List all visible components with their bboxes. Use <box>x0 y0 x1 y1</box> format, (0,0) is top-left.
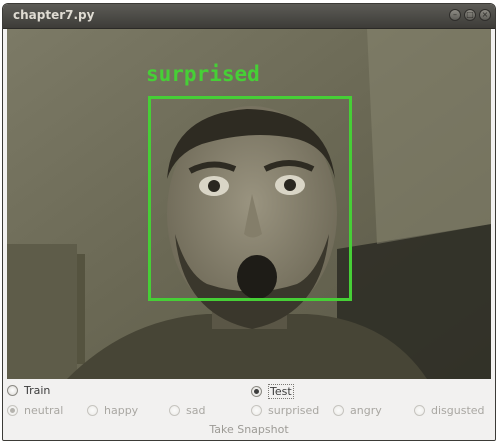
angry-radio-button[interactable] <box>333 405 344 416</box>
maximize-icon[interactable]: □ <box>464 9 476 21</box>
train-radio[interactable]: Train <box>7 384 50 397</box>
happy-radio-button[interactable] <box>87 405 98 416</box>
control-panel: Train Test neutral happy sad surprised a… <box>3 380 495 440</box>
face-detection-box <box>148 96 352 301</box>
neutral-radio-button[interactable] <box>7 405 18 416</box>
camera-frame-image <box>7 29 491 379</box>
camera-feed: surprised <box>7 29 491 379</box>
emotion-radio-happy[interactable]: happy <box>87 404 138 417</box>
emotion-radio-sad[interactable]: sad <box>169 404 205 417</box>
disgusted-label: disgusted <box>431 404 485 417</box>
sad-label: sad <box>186 404 206 417</box>
detected-emotion-label: surprised <box>146 62 260 86</box>
emotion-radio-angry[interactable]: angry <box>333 404 382 417</box>
emotion-radio-surprised[interactable]: surprised <box>251 404 319 417</box>
window-title: chapter7.py <box>13 8 95 22</box>
close-icon[interactable]: × <box>479 9 491 21</box>
emotion-radio-neutral[interactable]: neutral <box>7 404 63 417</box>
angry-label: angry <box>350 404 382 417</box>
take-snapshot-button[interactable]: Take Snapshot <box>209 423 289 436</box>
disgusted-radio-button[interactable] <box>414 405 425 416</box>
happy-label: happy <box>104 404 139 417</box>
test-label: Test <box>268 384 294 399</box>
train-label: Train <box>24 384 51 397</box>
surprised-radio-button[interactable] <box>251 405 262 416</box>
title-bar[interactable]: chapter7.py – □ × <box>3 4 495 29</box>
app-window: chapter7.py – □ × <box>2 3 496 441</box>
test-radio-button[interactable] <box>251 386 262 397</box>
neutral-label: neutral <box>24 404 64 417</box>
sad-radio-button[interactable] <box>169 405 180 416</box>
minimize-icon[interactable]: – <box>449 9 461 21</box>
surprised-label: surprised <box>268 404 320 417</box>
emotion-radio-disgusted[interactable]: disgusted <box>414 404 485 417</box>
test-radio[interactable]: Test <box>251 384 294 399</box>
train-radio-button[interactable] <box>7 385 18 396</box>
